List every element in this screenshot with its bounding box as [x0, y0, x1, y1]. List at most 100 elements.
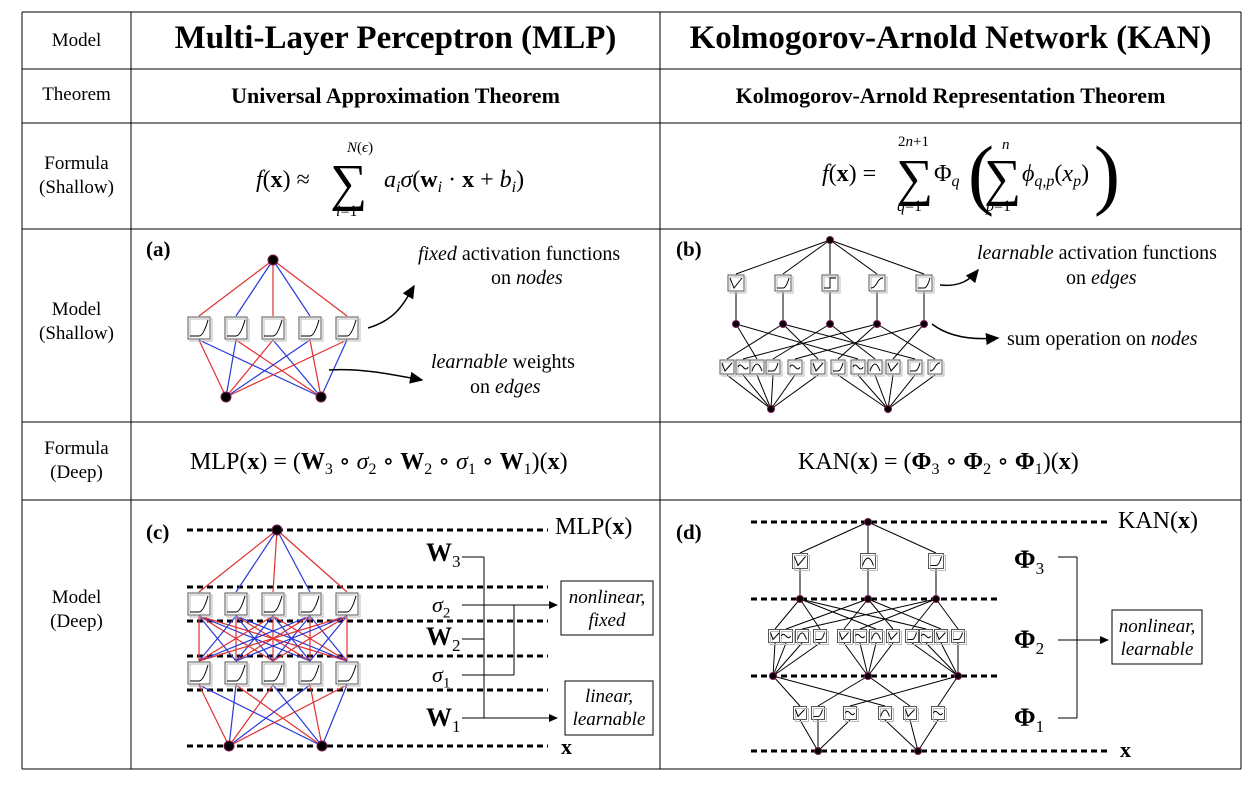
row-label-formula-shallow: Formula — [44, 153, 109, 174]
edge — [772, 323, 831, 360]
activation-box — [187, 661, 213, 687]
activation-box-frame — [928, 553, 944, 569]
svg-text:(: ( — [968, 130, 994, 217]
edge — [837, 323, 878, 360]
activation-box-shadow — [729, 276, 747, 294]
activation-box — [749, 359, 767, 377]
edge — [887, 374, 936, 410]
activation-box — [298, 661, 324, 687]
activation-box-frame — [298, 592, 322, 616]
edge-w1 — [228, 684, 311, 747]
activation-curve — [227, 319, 246, 337]
edge — [799, 598, 821, 630]
edge — [884, 719, 919, 752]
activation-box — [224, 661, 250, 687]
activation-curve — [190, 319, 209, 337]
sum-node — [769, 672, 777, 680]
activation-curve — [910, 362, 921, 372]
edge — [859, 598, 937, 630]
activation-box-shadow — [917, 276, 935, 294]
activation-box-shadow — [263, 663, 287, 687]
activation-box — [187, 592, 213, 618]
activation-curve — [869, 363, 881, 372]
annotation-learnable-weights: learnable weights — [431, 351, 575, 373]
activation-curve — [905, 709, 915, 718]
activation-curve — [888, 632, 898, 641]
activation-curve — [852, 364, 864, 370]
mlp-title: Multi-Layer Perceptron (MLP) — [174, 20, 617, 56]
activation-curve — [737, 364, 749, 370]
sum-node — [932, 595, 940, 603]
activation-box — [792, 553, 810, 571]
kan-phi1-label: Φ1 — [1014, 703, 1045, 737]
activation-box-shadow — [789, 361, 805, 377]
edge-output — [272, 259, 348, 317]
edge — [829, 323, 876, 360]
activation-curve — [301, 595, 320, 613]
annotation-sum-operation: sum operation on nodes — [1007, 328, 1198, 350]
activation-box-frame — [335, 316, 359, 340]
edge — [867, 521, 937, 554]
sum-node — [920, 320, 928, 328]
mlp-w3-label: W3 — [426, 538, 461, 572]
activation-curve — [813, 709, 823, 717]
activation-box — [951, 629, 967, 645]
edge — [799, 719, 819, 752]
edge — [785, 598, 869, 630]
activation-curve — [301, 664, 320, 682]
edge — [829, 239, 878, 275]
activation-box-frame — [719, 359, 735, 375]
edge-w1 — [321, 684, 348, 747]
annotation-learnable-activation: learnable activation functions — [977, 242, 1217, 264]
activation-curve — [862, 557, 874, 566]
activation-box-shadow — [953, 631, 967, 645]
activation-box-shadow — [794, 555, 810, 571]
activation-curve — [227, 595, 246, 613]
row-label-model-deep: Model — [51, 587, 102, 608]
svg-text:q=1: q=1 — [897, 198, 922, 215]
activation-box-frame — [837, 629, 851, 643]
activation-curve — [933, 710, 943, 716]
activation-curve — [907, 632, 917, 640]
edge — [782, 239, 831, 275]
activation-box-shadow — [795, 708, 809, 722]
activation-curve — [880, 709, 890, 717]
edge-w1 — [235, 684, 323, 747]
row-label-formula-shallow-sub: (Shallow) — [39, 177, 114, 198]
activation-box-shadow — [845, 708, 859, 722]
activation-box — [837, 629, 853, 645]
activation-curve — [929, 362, 941, 372]
activation-curve — [789, 364, 801, 370]
edge-output — [272, 259, 311, 317]
activation-box — [727, 274, 747, 294]
mlp-w1-label: W1 — [426, 703, 461, 737]
output-node — [826, 236, 834, 244]
box-linear-learnable: linear,learnable — [572, 686, 646, 730]
activation-box — [298, 592, 324, 618]
activation-curve — [338, 595, 357, 613]
activation-box — [187, 316, 213, 342]
activation-box-shadow — [813, 708, 827, 722]
svg-text:aiσ(wi · x + bi): aiσ(wi · x + bi) — [384, 167, 524, 196]
edge-w3 — [276, 529, 311, 593]
edge — [774, 598, 801, 630]
activation-box-shadow — [862, 555, 878, 571]
activation-box-frame — [187, 661, 211, 685]
edge — [874, 374, 889, 410]
edge-input — [309, 339, 322, 398]
activation-box-shadow — [189, 318, 213, 342]
activation-box-frame — [810, 359, 826, 375]
row-label-model: Model — [51, 30, 102, 51]
activation-box-frame — [792, 553, 808, 569]
box-nonlinear-fixed: nonlinear,fixed — [568, 587, 646, 631]
edge — [735, 323, 758, 360]
sum-node — [779, 320, 787, 328]
svg-text:): ) — [1094, 130, 1120, 217]
activation-box-shadow — [337, 594, 361, 618]
edge — [876, 323, 936, 360]
activation-box — [335, 316, 361, 342]
edge — [911, 598, 937, 630]
